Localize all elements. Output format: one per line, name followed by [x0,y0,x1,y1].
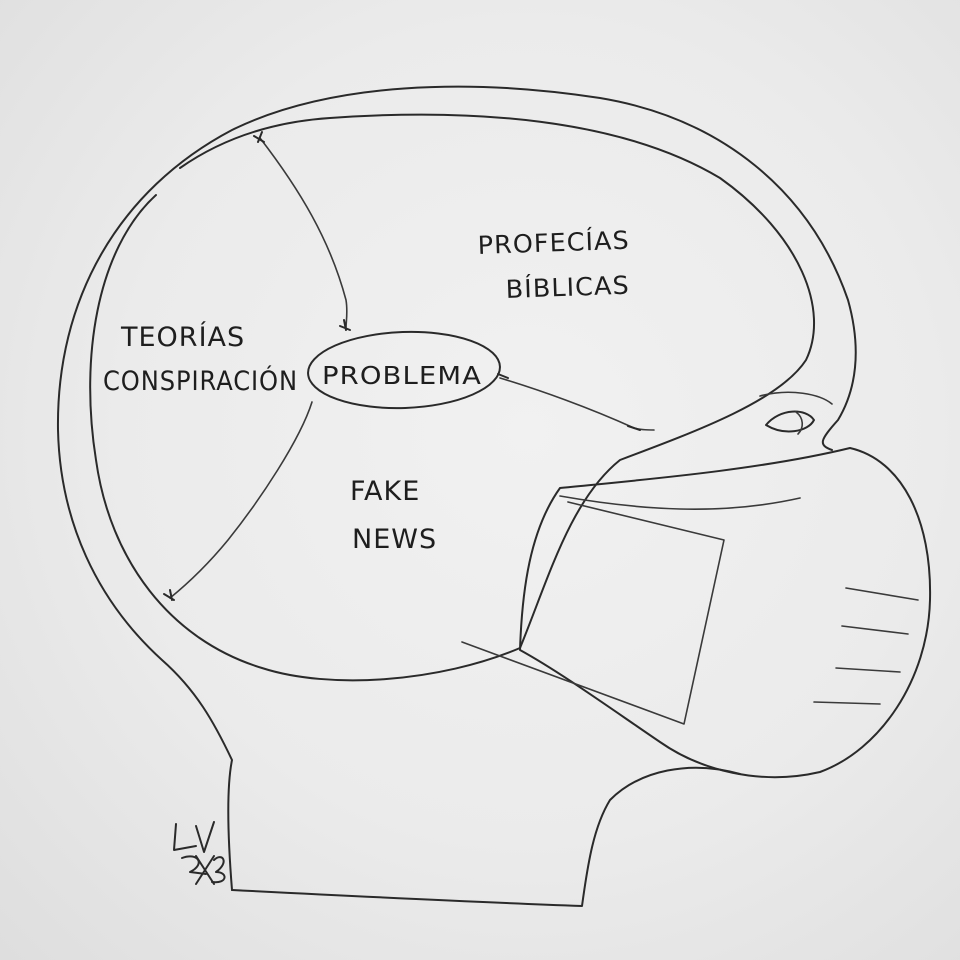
mask-pleat-3 [835,667,901,673]
junction-problem-right [497,373,509,379]
problema-bubble [307,330,501,410]
head-outline [56,85,857,891]
neck-outline [231,766,741,907]
eyebrow [759,391,833,405]
label-news-line2: NEWS [352,524,437,555]
junction-right [627,425,641,431]
mask-upper-edge [559,495,801,510]
divider-top [259,137,348,329]
label-teorias-line1: TEORÍAS [120,321,245,353]
label-problema: PROBLEMA [322,361,482,390]
label-profecias-line2: BÍBLICAS [505,271,630,304]
junction-center [339,319,351,331]
mask-pleat-1 [845,587,919,601]
mask-pleat-2 [841,625,909,635]
mask-outline [519,447,932,779]
divider-right [499,377,655,431]
brain-outline [89,113,815,682]
label-teorias-line2: CONSPIRACIÓN [103,365,298,397]
eye-icon [765,410,815,433]
eye-pupil [795,411,804,435]
signature-icon [173,821,226,885]
mask-pleat-4 [813,701,881,705]
junction-bottom [163,589,175,601]
divider-bottom-left [169,401,313,599]
label-profecias-line1: PROFECÍAS [477,226,630,260]
mask-strap-panel [461,501,725,725]
junction-top [253,131,265,143]
label-fake-line1: FAKE [350,476,420,507]
